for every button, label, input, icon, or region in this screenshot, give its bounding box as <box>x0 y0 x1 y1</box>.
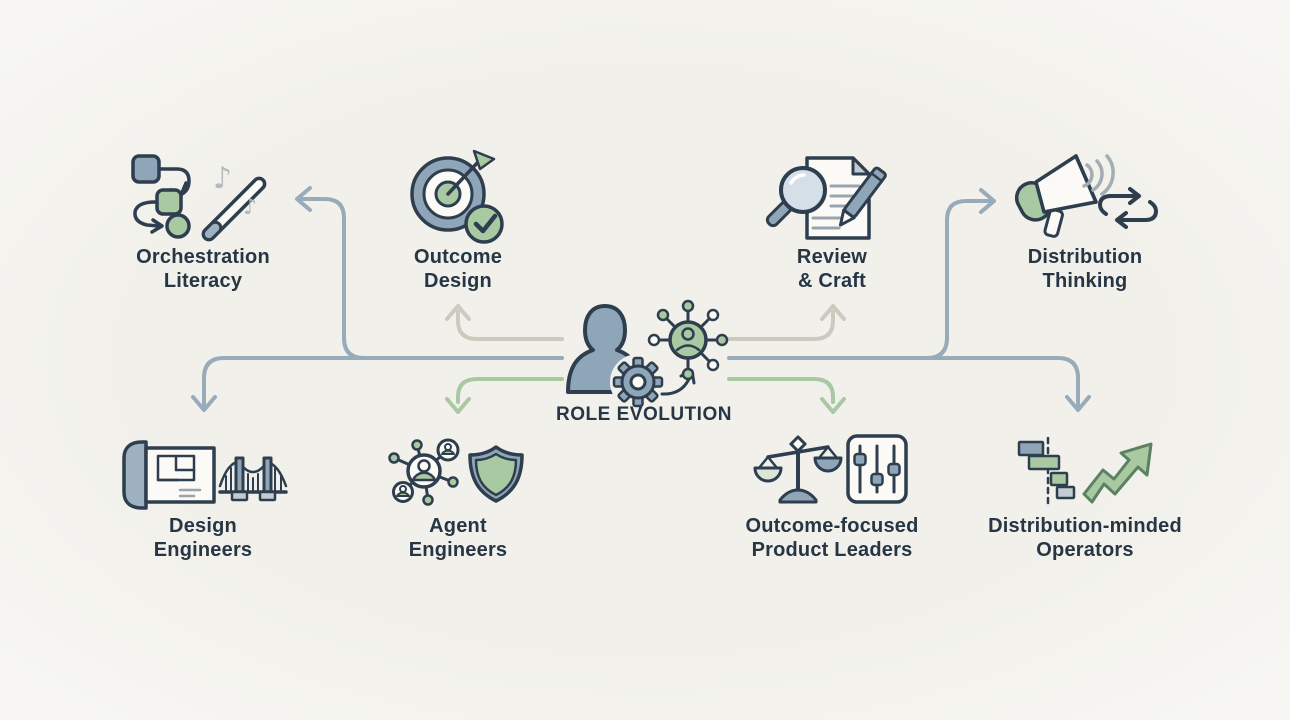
megaphone-icon <box>1014 154 1098 238</box>
operators-icon-group <box>1017 436 1153 508</box>
gear-icon <box>612 356 664 408</box>
blueprint-icon <box>122 440 216 510</box>
repeat-cycle-icon <box>1098 187 1158 229</box>
node-label-operators: Distribution-minded Operators <box>988 515 1182 561</box>
arrow-to-agent-engineers <box>445 377 564 414</box>
arrow-to-product-leaders <box>727 377 846 414</box>
arrow-to-distribution-thinking <box>925 188 996 360</box>
role-evolution-icon-group <box>566 299 729 410</box>
pen-icon <box>838 166 887 227</box>
workflow-icon <box>131 154 191 239</box>
node-label-orchestration-literacy: Orchestration Literacy <box>136 246 270 292</box>
balance-scale-icon <box>753 435 843 504</box>
node-label-agent-engineers: Agent Engineers <box>408 515 508 561</box>
node-label-distribution-thinking: Distribution Thinking <box>1027 246 1143 292</box>
music-note-icon: ♪ <box>243 195 257 220</box>
distribution-thinking-icon-group <box>1014 154 1158 238</box>
outcome-design-icon-group <box>410 149 504 244</box>
role-evolution-title: ROLE EVOLUTION <box>556 404 732 425</box>
arrow-to-design-engineers <box>191 356 564 412</box>
review-craft-icon-group <box>765 156 887 240</box>
product-leaders-icon-group <box>753 434 908 504</box>
agent-engineers-icon-group <box>388 438 524 506</box>
arrow-to-orchestration-literacy <box>295 186 366 360</box>
bridge-icon <box>218 456 288 502</box>
sliders-icon <box>846 434 908 504</box>
growth-arrow-icon <box>1082 442 1153 504</box>
check-circle-icon <box>464 204 504 244</box>
node-label-review-craft: Review & Craft <box>796 246 868 292</box>
gantt-chart-icon <box>1017 436 1076 508</box>
node-label-design-engineers: Design Engineers <box>153 515 253 561</box>
shield-icon <box>468 445 524 503</box>
arrow-to-outcome-design <box>445 304 564 341</box>
design-engineers-icon-group <box>122 440 288 510</box>
node-label-product-leaders: Outcome-focused Product Leaders <box>745 515 919 561</box>
target-arrow-icon <box>410 149 496 232</box>
agent-network-icon <box>388 438 460 506</box>
arrow-to-review-craft <box>727 304 846 341</box>
arrow-to-distribution-minded-operators <box>727 356 1091 412</box>
music-note-icon: ♪ <box>213 161 232 196</box>
agent-node-icon <box>647 299 729 381</box>
magnifier-icon <box>765 166 827 228</box>
orchestration-literacy-icon-group: ♪ ♪ <box>131 154 267 242</box>
conductor-baton-icon <box>201 176 267 242</box>
sound-waves-icon <box>1082 154 1115 196</box>
node-label-outcome-design: Outcome Design <box>413 246 503 292</box>
